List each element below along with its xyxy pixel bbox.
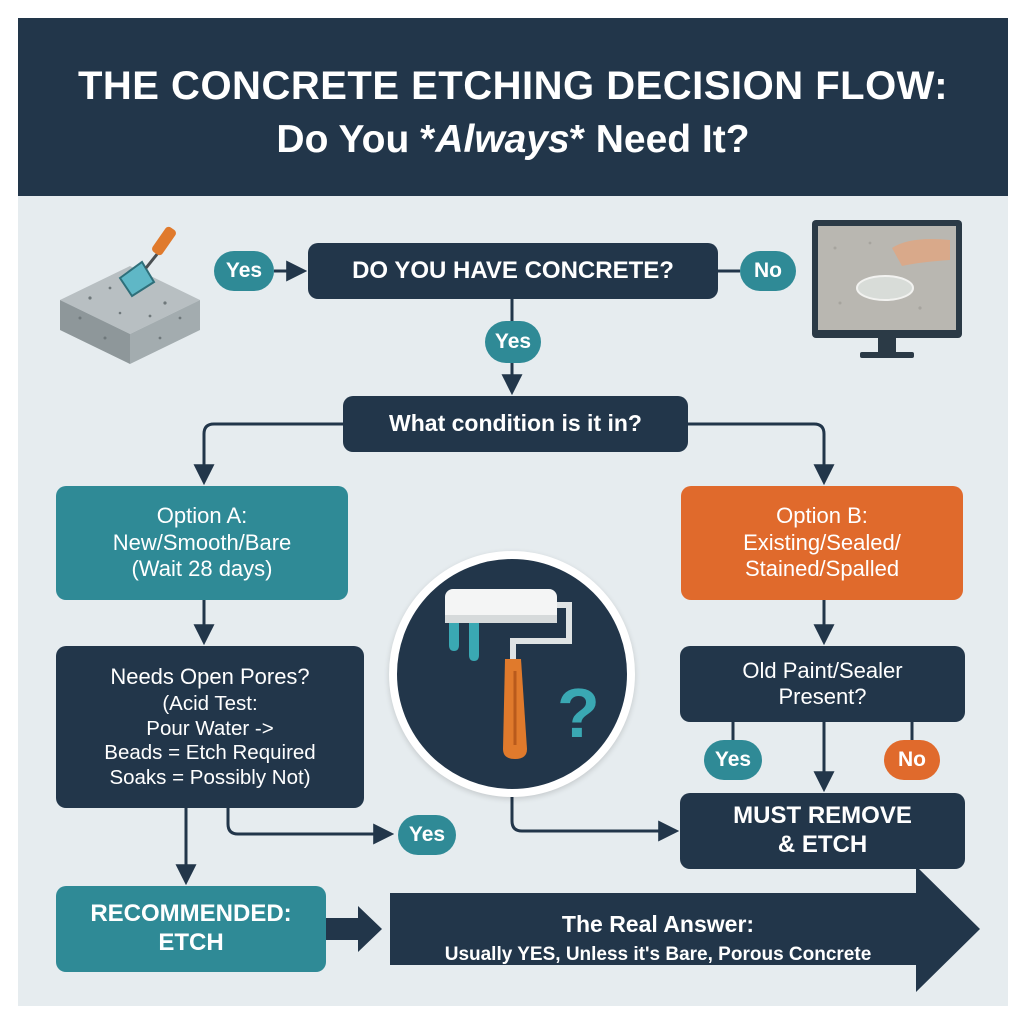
- option-b-line3: Stained/Spalled: [744, 556, 900, 582]
- option-a-title: Option A:: [156, 503, 248, 529]
- old-paint-line2: Present?: [778, 684, 867, 709]
- option-a-line3: (Wait 28 days): [131, 556, 273, 582]
- answer-text: The Real Answer: Usually YES, Unless it'…: [398, 898, 918, 978]
- answer-arrow-shape: [390, 866, 980, 992]
- open-pores-box: Needs Open Pores? (Acid Test: Pour Water…: [56, 646, 364, 808]
- must-remove-box: MUST REMOVE & ETCH: [680, 793, 965, 869]
- pores-title: Needs Open Pores?: [110, 663, 310, 689]
- flow-connectors: [175, 260, 980, 992]
- question-have-concrete: DO YOU HAVE CONCRETE?: [308, 243, 718, 299]
- no-pill-right: No: [740, 251, 796, 291]
- paint-roller-circle: ?: [389, 551, 635, 797]
- must-remove-line1: MUST REMOVE: [733, 802, 912, 830]
- option-b-line2: Existing/Sealed/: [743, 529, 901, 555]
- answer-title: The Real Answer:: [561, 910, 755, 937]
- option-a-line2: New/Smooth/Bare: [112, 529, 292, 555]
- monitor-water-bead-icon: [812, 220, 962, 358]
- title-suffix: * Need It?: [569, 118, 750, 161]
- old-paint-no-pill: No: [884, 740, 940, 780]
- arrow-condition-to-option-a: [193, 422, 343, 486]
- recommended-line1: RECOMMENDED:: [90, 900, 292, 928]
- pores-yes-pill: Yes: [398, 815, 456, 855]
- recommended-line2: ETCH: [158, 929, 224, 956]
- old-paint-line1: Old Paint/Sealer: [742, 657, 903, 683]
- arrow-circle-to-must-remove: [510, 797, 680, 842]
- pores-line5: Soaks = Possibly Not): [109, 765, 311, 789]
- option-b-box: Option B: Existing/Sealed/ Stained/Spall…: [681, 486, 963, 600]
- must-remove-line2: & ETCH: [777, 831, 868, 858]
- recommended-box: RECOMMENDED: ETCH: [56, 886, 326, 972]
- arrow-pores-to-yes: [226, 808, 395, 845]
- title-line-1: THE CONCRETE ETCHING DECISION FLOW:: [77, 64, 949, 108]
- title-line-2: Do You *Always* Need It?: [18, 118, 1008, 162]
- svg-text:?: ?: [557, 674, 600, 752]
- answer-body: Usually YES, Unless it's Bare, Porous Co…: [444, 943, 872, 965]
- paint-roller-question-icon: ?: [445, 589, 600, 759]
- arrow-recommended-to-answer: [326, 906, 382, 952]
- yes-pill-down: Yes: [485, 321, 541, 363]
- pores-line2: (Acid Test:: [162, 692, 258, 715]
- yes-pill-left: Yes: [214, 251, 274, 291]
- title-emphasis: Always: [435, 118, 570, 161]
- option-a-box: Option A: New/Smooth/Bare (Wait 28 days): [56, 486, 348, 600]
- arrow-condition-to-option-b: [688, 422, 835, 486]
- old-paint-box: Old Paint/Sealer Present?: [680, 646, 965, 722]
- option-b-title: Option B:: [776, 503, 868, 529]
- concrete-block-trowel-icon: [60, 226, 200, 364]
- title-prefix: Do You *: [276, 118, 436, 161]
- question-condition: What condition is it in?: [343, 396, 688, 452]
- old-paint-yes-pill: Yes: [704, 740, 762, 780]
- header-banner: THE CONCRETE ETCHING DECISION FLOW: Do Y…: [18, 18, 1008, 196]
- pores-line3: Pour Water ->: [146, 716, 274, 740]
- infographic-canvas: THE CONCRETE ETCHING DECISION FLOW: Do Y…: [18, 18, 1008, 1006]
- pores-line4: Beads = Etch Required: [104, 741, 316, 765]
